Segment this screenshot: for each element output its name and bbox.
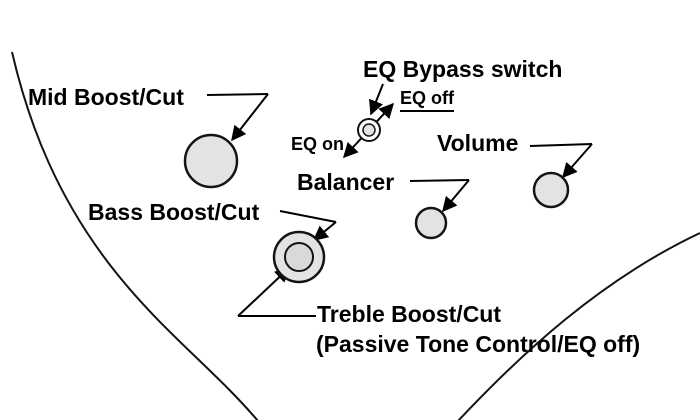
mid-pointer-line — [206, 93, 269, 96]
balancer-knob — [414, 206, 448, 240]
eq-bypass-pointer-arrow — [369, 83, 384, 116]
label-eq-bypass-switch: EQ Bypass switch — [363, 56, 563, 82]
knobs — [183, 118, 570, 284]
treble-pointer-arrow — [237, 266, 291, 317]
volume-pointer-line — [529, 143, 593, 147]
eq-bypass-switch-cap — [362, 123, 376, 137]
bass-pointer-line — [279, 210, 337, 223]
body-outline-right — [457, 232, 700, 420]
label-passive-tone-note: (Passive Tone Control/EQ off) — [316, 331, 641, 357]
mid-boost-cut-knob — [183, 133, 239, 189]
body-outline — [11, 51, 700, 420]
label-bass-boost-cut: Bass Boost/Cut — [88, 199, 260, 225]
label-mid-boost-cut: Mid Boost/Cut — [28, 84, 184, 110]
pointer-arrows — [206, 83, 593, 317]
label-treble-boost-cut: Treble Boost/Cut — [317, 301, 502, 327]
label-eq-off: EQ off — [400, 88, 454, 112]
treble-boost-cut-knob — [284, 242, 314, 272]
mid-pointer-arrow — [231, 93, 269, 142]
label-volume: Volume — [437, 130, 519, 156]
label-eq-on: EQ on — [291, 134, 344, 154]
volume-pointer-arrow — [562, 143, 593, 179]
body-outline-left — [11, 51, 259, 420]
label-balancer: Balancer — [297, 169, 395, 195]
balancer-pointer-arrow — [442, 179, 470, 213]
balancer-pointer-line — [409, 179, 470, 182]
bass-pointer-arrow — [312, 221, 337, 241]
volume-knob — [532, 171, 570, 209]
